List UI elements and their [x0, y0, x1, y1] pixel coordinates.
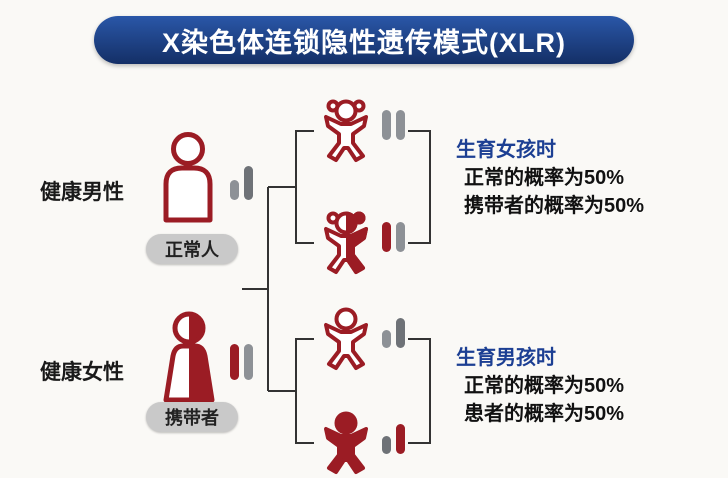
daughters-note: 生育女孩时 正常的概率为50% 携带者的概率为50% [456, 136, 644, 220]
chromosome-bar [244, 344, 253, 380]
chromosome-bar [396, 222, 405, 252]
sons-note-heading: 生育男孩时 [456, 347, 556, 369]
normal-daughter-icon [324, 99, 368, 162]
daughter1-chromosome-bars [382, 110, 405, 140]
chromosome-bar [382, 330, 391, 348]
mother-chromosome-bars [230, 344, 253, 380]
chromosome-bar [244, 166, 253, 200]
son1-chromosome-bars [382, 318, 405, 348]
chromosome-bar [382, 436, 391, 454]
normal-son-icon [324, 307, 368, 370]
sons-note-line: 正常的概率为50% [464, 375, 625, 397]
daughters-note-heading: 生育女孩时 [456, 139, 556, 161]
chromosome-bar [382, 110, 391, 140]
sons-note-line: 患者的概率为50% [464, 403, 625, 425]
daughter2-chromosome-bars [382, 222, 405, 252]
father-label: 健康男性 [40, 181, 124, 204]
son2-chromosome-bars [382, 424, 405, 454]
mother-label: 健康女性 [40, 361, 124, 384]
sons-note: 生育男孩时 正常的概率为50% 患者的概率为50% [456, 344, 624, 428]
carrier-female-icon [163, 311, 215, 403]
chromosome-bar [396, 318, 405, 348]
father-status-pill: 正常人 [146, 234, 238, 264]
title-banner: X染色体连锁隐性遗传模式(XLR) [94, 16, 634, 64]
mother-status-pill: 携带者 [146, 402, 238, 432]
chromosome-bar [396, 110, 405, 140]
father-chromosome-bars [230, 166, 253, 200]
chromosome-bar [396, 424, 405, 454]
chromosome-bar [230, 180, 239, 200]
chromosome-bar [382, 222, 391, 252]
affected-son-icon [324, 411, 368, 474]
carrier-daughter-icon [324, 211, 368, 274]
daughters-note-line: 正常的概率为50% [464, 167, 625, 189]
healthy-male-icon [163, 132, 213, 223]
page-title: X染色体连锁隐性遗传模式(XLR) [162, 27, 566, 58]
daughters-note-line: 携带者的概率为50% [464, 195, 645, 217]
chromosome-bar [230, 344, 239, 380]
